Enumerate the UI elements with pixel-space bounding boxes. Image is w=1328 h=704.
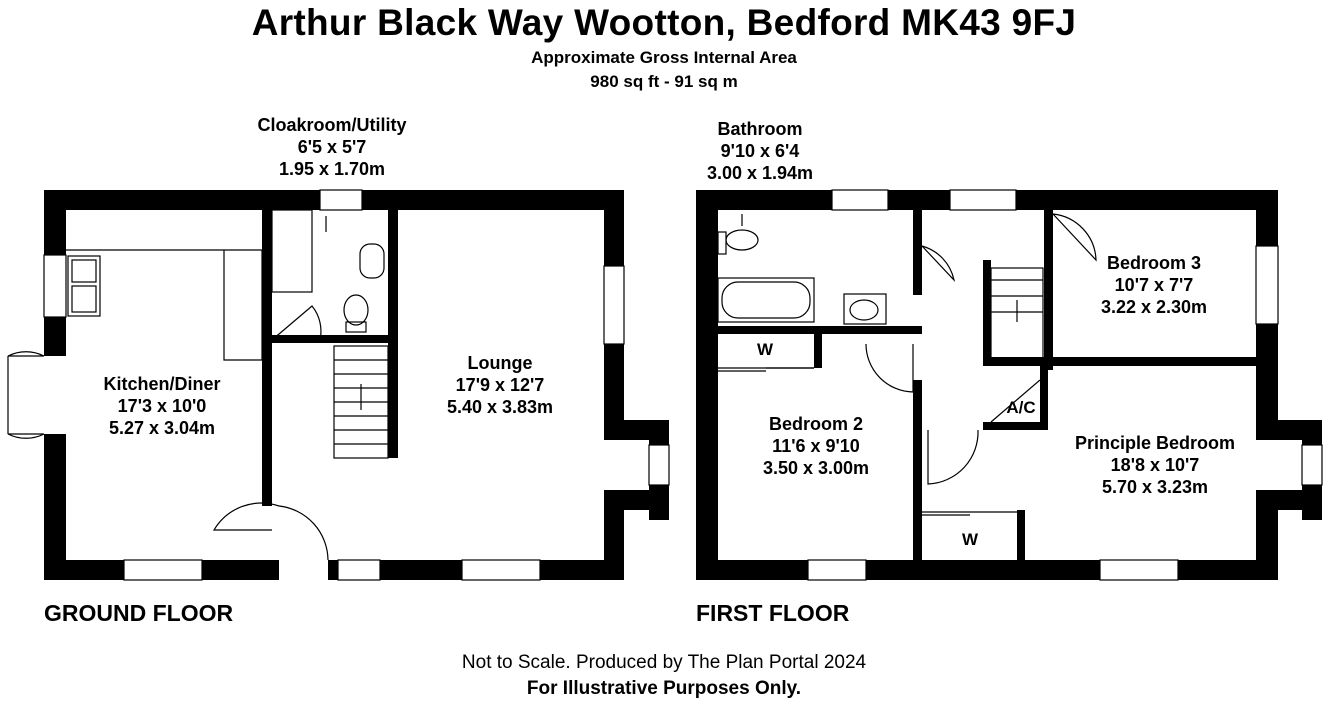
lounge-metric: 5.40 x 3.83m [446, 397, 554, 417]
bedroom3-name: Bedroom 3 [1106, 253, 1202, 273]
kitchen-label: Kitchen/Diner 17'3 x 10'0 5.27 x 3.04m [62, 373, 262, 439]
wardrobe-1-label: W [756, 340, 774, 359]
bathroom-label: Bathroom 9'10 x 6'4 3.00 x 1.94m [660, 118, 860, 184]
bed3-south-wall [983, 357, 1278, 366]
bedroom2-name: Bedroom 2 [768, 414, 864, 434]
kitchen-window [123, 559, 203, 581]
cloakroom-imperial: 6'5 x 5'7 [297, 137, 367, 157]
lounge-label: Lounge 17'9 x 12'7 5.40 x 3.83m [400, 352, 600, 418]
lounge-imperial: 17'9 x 12'7 [455, 375, 545, 395]
cloak-south-wall [272, 335, 398, 343]
first-east-wall-lower [1256, 490, 1278, 580]
first-floor-label: FIRST FLOOR [696, 600, 850, 626]
kitchen-name: Kitchen/Diner [103, 374, 221, 394]
bathroom-metric: 3.00 x 1.94m [706, 163, 814, 183]
landing-window [949, 189, 1017, 211]
cloak-window [319, 189, 363, 211]
bath-east-wall [913, 210, 922, 295]
kitchen-lounge-wall [262, 210, 272, 506]
lounge-window-1 [337, 559, 381, 581]
bathroom-name: Bathroom [717, 119, 803, 139]
bath-window [831, 189, 889, 211]
lounge-side-window [603, 265, 625, 345]
cloakroom-name: Cloakroom/Utility [257, 115, 407, 135]
kitchen-imperial: 17'3 x 10'0 [117, 396, 207, 416]
area-value: 980 sq ft - 91 sq m [590, 72, 738, 91]
cloakroom-label: Cloakroom/Utility 6'5 x 5'7 1.95 x 1.70m [232, 114, 432, 180]
ground-floor-openings [43, 189, 670, 581]
bed3-west-wall [1044, 210, 1053, 370]
lounge-window-2 [461, 559, 541, 581]
principle-metric: 5.70 x 3.23m [1101, 477, 1209, 497]
stair-east-wall [983, 260, 991, 366]
ac-east-wall [1040, 366, 1048, 430]
wardrobe2-east-wall [1017, 510, 1025, 560]
airing-cupboard-label: A/C [1006, 398, 1036, 417]
ac-south-wall [983, 422, 1048, 430]
bedroom3-metric: 3.22 x 2.30m [1100, 297, 1208, 317]
ground-floor-label: GROUND FLOOR [44, 600, 234, 626]
bedroom2-imperial: 11'6 x 9'10 [772, 436, 860, 456]
lounge-name: Lounge [467, 353, 533, 373]
principle-name: Principle Bedroom [1074, 433, 1236, 453]
kitchen-side-window [43, 254, 67, 318]
bed3-window [1255, 245, 1279, 325]
principle-bay-window [1301, 444, 1323, 486]
first-floor-fixtures [717, 213, 1097, 516]
bathroom-imperial: 9'10 x 6'4 [720, 141, 800, 161]
patio-door-gap [44, 356, 66, 434]
bed2-window [807, 559, 867, 581]
bedroom2-label: Bedroom 2 11'6 x 9'10 3.50 x 3.00m [716, 413, 916, 479]
bed2-east-wall [913, 380, 922, 560]
bedroom3-imperial: 10'7 x 7'7 [1114, 275, 1194, 295]
principle-imperial: 18'8 x 10'7 [1110, 455, 1200, 475]
area-label: Approximate Gross Internal Area [531, 48, 797, 67]
principle-label: Principle Bedroom 18'8 x 10'7 5.70 x 3.2… [1050, 432, 1260, 498]
cloakroom-metric: 1.95 x 1.70m [278, 159, 386, 179]
ground-east-wall-lower [604, 490, 624, 580]
page-title: Arthur Black Way Wootton, Bedford MK43 9… [251, 2, 1077, 43]
ground-floor-fixtures [7, 209, 389, 561]
bedroom2-metric: 3.50 x 3.00m [762, 458, 870, 478]
bedroom3-label: Bedroom 3 10'7 x 7'7 3.22 x 2.30m [1054, 252, 1254, 318]
first-floor-openings [807, 189, 1323, 581]
purpose-note: For Illustrative Purposes Only. [526, 678, 802, 699]
scale-note: Not to Scale. Produced by The Plan Porta… [461, 652, 867, 673]
principle-window [1099, 559, 1179, 581]
first-west-wall [696, 190, 718, 580]
first-floor-plan [696, 190, 1322, 580]
first-south-wall [696, 560, 1278, 580]
cloak-lounge-wall [388, 210, 398, 458]
wardrobe-divider [814, 326, 822, 368]
wardrobe-2-label: W [961, 530, 979, 549]
kitchen-metric: 5.27 x 3.04m [108, 418, 216, 438]
lounge-bay-window [648, 444, 670, 486]
